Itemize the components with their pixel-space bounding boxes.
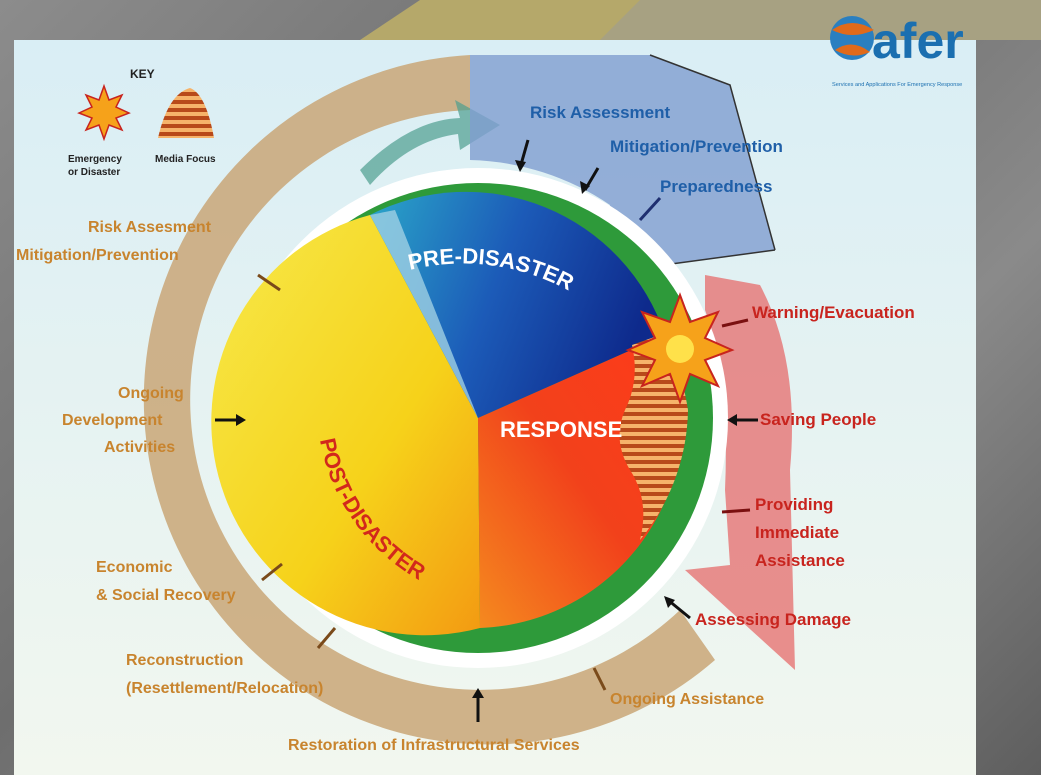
logo-wordmark: afer <box>872 13 964 69</box>
social-recovery-label: & Social Recovery <box>96 587 236 604</box>
ongoing-assistance-label: Ongoing Assistance <box>610 691 764 708</box>
cycle-arrow <box>360 100 500 185</box>
key-media-focus-label: Media Focus <box>155 154 216 165</box>
starburst-icon <box>77 83 131 142</box>
restoration-label: Restoration of Infrastructural Services <box>288 737 580 754</box>
assistance-label: Assistance <box>755 551 845 570</box>
warning-evacuation-label: Warning/Evacuation <box>752 303 915 322</box>
post-disaster-arc <box>143 55 715 745</box>
safer-logo: afer Services and Applications For Emerg… <box>830 13 964 88</box>
key-title: KEY <box>130 67 155 81</box>
risk-assesment-label: Risk Assesment <box>88 219 212 236</box>
reconstruction-label: Reconstruction <box>126 652 243 669</box>
resettlement-label: (Resettlement/Relocation) <box>126 680 323 697</box>
development-label: Development <box>62 412 163 429</box>
header-band-shade <box>600 0 1041 40</box>
pre-disaster-arrow <box>470 55 775 275</box>
mitigation-prevention-label: Mitigation/Prevention <box>610 137 783 156</box>
pointer-arrows <box>215 139 758 722</box>
saving-people-label: Saving People <box>760 410 876 429</box>
key-disaster-label: or Disaster <box>68 167 120 178</box>
pointer-heads <box>236 160 737 698</box>
pre-disaster-sector <box>370 191 665 418</box>
post-mitigation-label: Mitigation/Prevention <box>16 247 179 264</box>
economic-label: Economic <box>96 559 173 576</box>
activities-label: Activities <box>104 439 175 456</box>
logo-tagline: Services and Applications For Emergency … <box>832 82 962 88</box>
risk-assessment-label: Risk Assessment <box>530 103 671 122</box>
key-legend: KEY Emergency or Disaster Media Focus <box>68 67 216 178</box>
response-label: RESPONSE <box>500 417 622 442</box>
providing-label: Providing <box>755 495 833 514</box>
post-disaster-sector <box>211 215 480 636</box>
key-emergency-label: Emergency <box>68 154 122 165</box>
striped-mound-icon <box>158 88 214 138</box>
response-arrow <box>685 275 795 670</box>
ongoing-label: Ongoing <box>118 385 184 402</box>
preparedness-label: Preparedness <box>660 177 772 196</box>
assessing-damage-label: Assessing Damage <box>695 610 851 629</box>
media-focus-mound <box>619 335 688 540</box>
immediate-label: Immediate <box>755 523 839 542</box>
